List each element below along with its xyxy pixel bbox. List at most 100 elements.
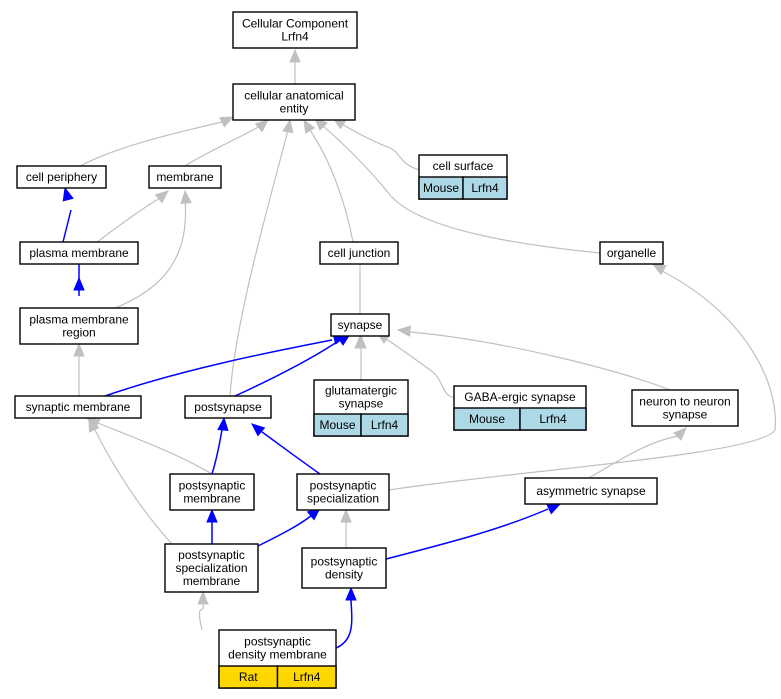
node-cell-junction[interactable]: cell junction xyxy=(319,241,399,265)
node-label-line: cell periphery xyxy=(26,170,97,184)
node-box xyxy=(164,543,259,593)
arrowhead xyxy=(197,590,209,605)
node-box xyxy=(184,395,272,419)
arrowhead xyxy=(289,48,301,63)
arrowhead xyxy=(345,586,357,601)
node-box xyxy=(19,241,139,265)
part-of-edge-22 xyxy=(104,333,348,397)
part-of-edge-20 xyxy=(73,264,85,296)
node-plasma-membrane[interactable]: plasma membrane xyxy=(19,241,139,265)
arrowhead xyxy=(154,190,169,204)
node-box xyxy=(330,313,390,337)
part-of-edge-28 xyxy=(385,503,562,560)
node-label-line: synapse xyxy=(663,408,708,422)
node-membrane[interactable]: membrane xyxy=(148,165,222,189)
badge-label: Lrfn4 xyxy=(293,670,321,684)
is-a-edge-16 xyxy=(88,417,173,545)
graph-edges xyxy=(62,48,777,649)
arrowhead xyxy=(340,508,352,523)
node-label-line: cellular anatomical xyxy=(244,89,343,103)
node-box xyxy=(14,395,142,419)
node-label-line: Lrfn4 xyxy=(281,30,309,44)
annotation-badge: Lrfn4 xyxy=(360,413,409,437)
arrowhead xyxy=(355,334,367,349)
node-label-line: membrane xyxy=(156,170,214,184)
arrowhead xyxy=(219,116,235,128)
node-cell-periphery[interactable]: cell periphery xyxy=(16,165,107,189)
badge-label: Lrfn4 xyxy=(471,181,499,195)
node-label-line: postsynaptic xyxy=(178,548,245,562)
is-a-edge-11 xyxy=(355,334,367,380)
annotation-badge: Rat xyxy=(218,665,279,689)
node-box xyxy=(232,11,358,49)
node-box xyxy=(296,473,390,511)
is-a-edge-18 xyxy=(588,427,687,479)
badge-label: Mouse xyxy=(423,181,459,195)
arrowhead xyxy=(217,416,229,431)
arrowhead xyxy=(251,423,266,437)
arrowhead xyxy=(254,119,269,133)
node-label-line: postsynaptic xyxy=(310,479,377,493)
node-label-line: density membrane xyxy=(228,648,327,662)
arrowhead xyxy=(396,325,411,337)
node-label-line: postsynapse xyxy=(194,400,262,414)
node-box xyxy=(148,165,222,189)
annotation-badge: Mouse xyxy=(453,407,521,431)
node-label-line: plasma membrane xyxy=(29,246,129,260)
arrowhead xyxy=(651,263,667,276)
node-organelle[interactable]: organelle xyxy=(599,241,664,265)
node-box xyxy=(599,241,664,265)
node-asymmetric-synapse[interactable]: asymmetric synapse xyxy=(524,477,658,505)
annotation-badge: Lrfn4 xyxy=(462,176,508,200)
node-box xyxy=(16,165,107,189)
node-label-line: specialization xyxy=(175,561,247,575)
annotation-badge: Lrfn4 xyxy=(276,665,337,689)
node-synapse[interactable]: synapse xyxy=(330,313,390,337)
is-a-edge-4 xyxy=(303,118,354,243)
is-a-edge-1 xyxy=(79,116,235,167)
part-of-edge-25 xyxy=(251,423,321,475)
node-label-line: synaptic membrane xyxy=(26,400,131,414)
node-box xyxy=(169,473,255,511)
node-postsynapse[interactable]: postsynapse xyxy=(184,395,272,419)
badge-label: Mouse xyxy=(469,412,505,426)
badge-label: Lrfn4 xyxy=(539,412,567,426)
node-label-line: neuron to neuron xyxy=(639,395,730,409)
is-a-edge-13 xyxy=(396,325,671,391)
node-label-line: glutamatergic xyxy=(325,384,397,398)
badge-label: Mouse xyxy=(319,418,355,432)
arrowhead xyxy=(88,417,100,433)
is-a-edge-6 xyxy=(96,190,169,243)
node-synaptic-membrane[interactable]: synaptic membrane xyxy=(14,395,142,419)
part-of-edge-27 xyxy=(257,507,321,547)
node-box xyxy=(19,307,139,345)
arrowhead xyxy=(546,503,562,515)
arrowhead xyxy=(62,186,74,202)
node-box xyxy=(301,547,387,589)
node-label-line: postsynaptic xyxy=(244,635,311,649)
is-a-edge-14 xyxy=(197,590,209,631)
node-label-line: GABA-ergic synapse xyxy=(464,390,576,404)
is-a-edge-17 xyxy=(388,263,777,491)
node-label-line: synapse xyxy=(338,318,383,332)
annotation-badge: Mouse xyxy=(313,413,362,437)
node-label-line: organelle xyxy=(607,246,657,260)
node-box xyxy=(524,477,658,505)
node-label-line: Cellular Component xyxy=(242,17,349,31)
badge-label: Rat xyxy=(239,670,258,684)
arrowhead xyxy=(180,189,192,204)
